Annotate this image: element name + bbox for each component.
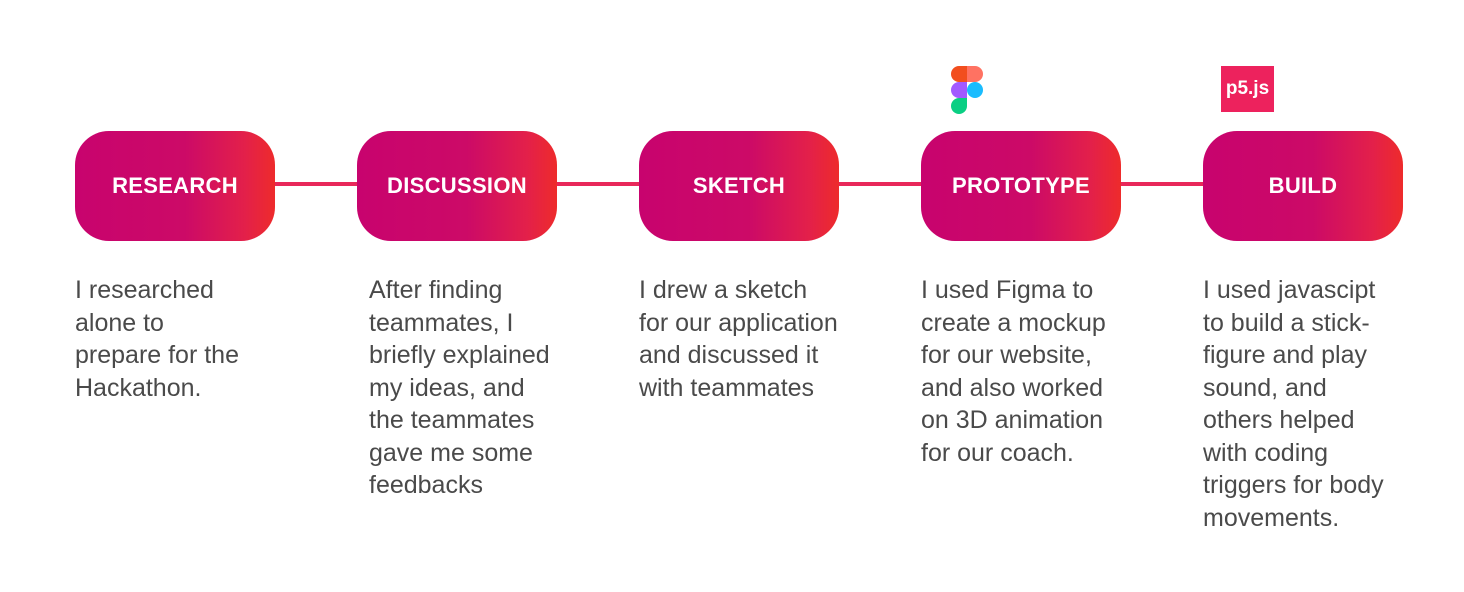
- step-description-sketch: I drew a sketch for our application and …: [639, 276, 838, 402]
- step-research: RESEARCH: [75, 131, 275, 241]
- step-label-research: RESEARCH: [112, 173, 238, 198]
- figma-logo-icon: [951, 66, 983, 114]
- p5js-logo-text: p5.js: [1225, 78, 1270, 99]
- step-sketch: SKETCH: [639, 131, 839, 241]
- step-build: BUILD: [1203, 131, 1403, 241]
- p5js-logo-icon: p5.js: [1221, 66, 1274, 112]
- step-label-discussion: DISCUSSION: [387, 173, 527, 198]
- step-prototype: PROTOTYPE: [921, 131, 1121, 241]
- step-description-research: I researched alone to prepare for the Ha…: [75, 276, 239, 402]
- step-description-prototype: I used Figma to create a mockup for our …: [921, 276, 1106, 467]
- step-label-prototype: PROTOTYPE: [952, 173, 1090, 198]
- step-label-sketch: SKETCH: [692, 173, 786, 198]
- step-discussion: DISCUSSION: [357, 131, 557, 241]
- step-label-build: BUILD: [1268, 173, 1338, 198]
- step-description-build: I used javascipt to build a stick- figur…: [1203, 276, 1384, 532]
- step-description-discussion: After finding teammates, I briefly expla…: [369, 276, 550, 499]
